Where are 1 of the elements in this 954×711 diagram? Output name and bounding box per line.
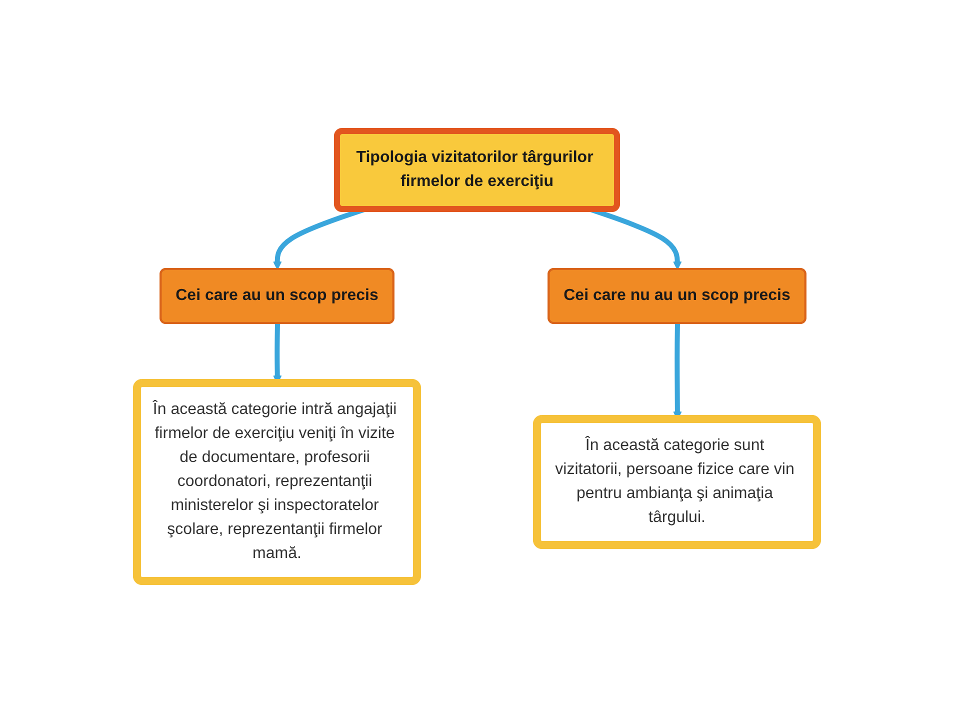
diagram: Tipologia vizitatorilor târgurilor firmelor de exerciţiu Cei care au un scop precis Cei care nu au un scop precis În această categorie intră angajaţii firmelor de exerciţiu veniţi în vizite de documentare, profesorii coordonatori, reprezentanţii ministerelor şi inspectoratelor şcolare, reprezentanţii firmelor mamă. În această categorie sunt vizitatorii, persoane fizice care vin pentru ambianţa şi animaţia târgului. — [0, 0, 954, 711]
